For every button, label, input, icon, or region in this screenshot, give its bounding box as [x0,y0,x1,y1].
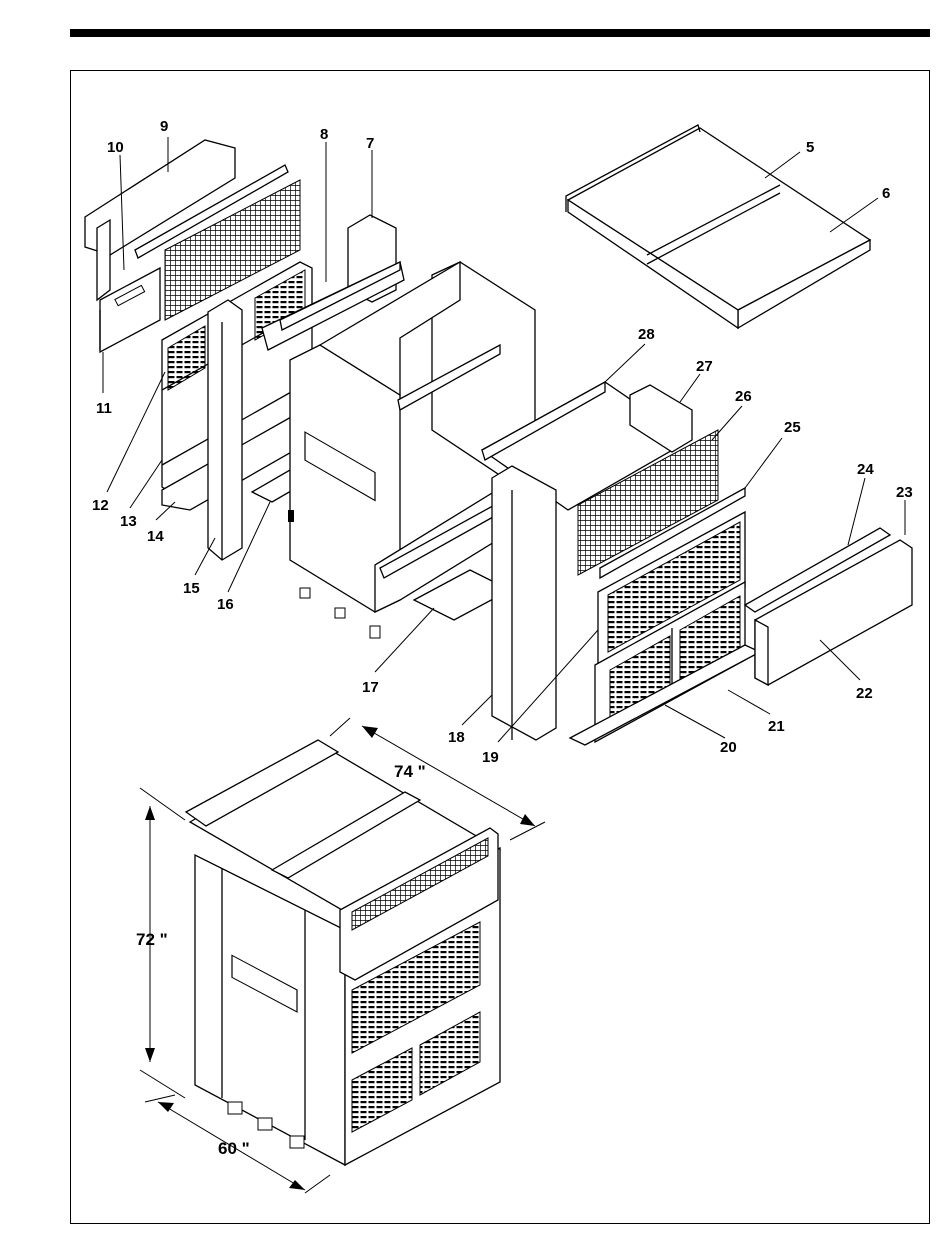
callout-17: 17 [362,679,379,696]
callout-22: 22 [856,685,873,702]
callout-14: 14 [147,528,164,545]
callout-27: 27 [696,358,713,375]
callout-18: 18 [448,729,465,746]
callout-26: 26 [735,388,752,405]
callout-5: 5 [806,139,814,156]
callout-8: 8 [320,126,328,143]
callout-6: 6 [882,185,890,202]
callout-23: 23 [896,484,913,501]
callout-25: 25 [784,419,801,436]
callout-24: 24 [857,461,874,478]
dimension-depth-label: 74 " [394,762,426,781]
top-cover [566,125,870,328]
right-duct-box [745,528,912,685]
callout-20: 20 [720,739,737,756]
callout-19: 19 [482,749,499,766]
callout-15: 15 [183,580,200,597]
callout-11: 11 [96,400,112,417]
dimension-width-label: 60 " [218,1139,250,1158]
callout-28: 28 [638,326,655,343]
assembled-cabinet [186,740,500,1165]
callout-16: 16 [217,596,234,613]
callout-12: 12 [92,497,109,514]
callout-13: 13 [120,513,137,530]
right-corner-post [492,466,556,740]
callout-9: 9 [160,118,168,135]
dimension-height-label: 72 " [136,930,168,949]
callout-21: 21 [768,718,785,735]
callout-7: 7 [366,135,374,152]
callout-10: 10 [107,139,124,156]
